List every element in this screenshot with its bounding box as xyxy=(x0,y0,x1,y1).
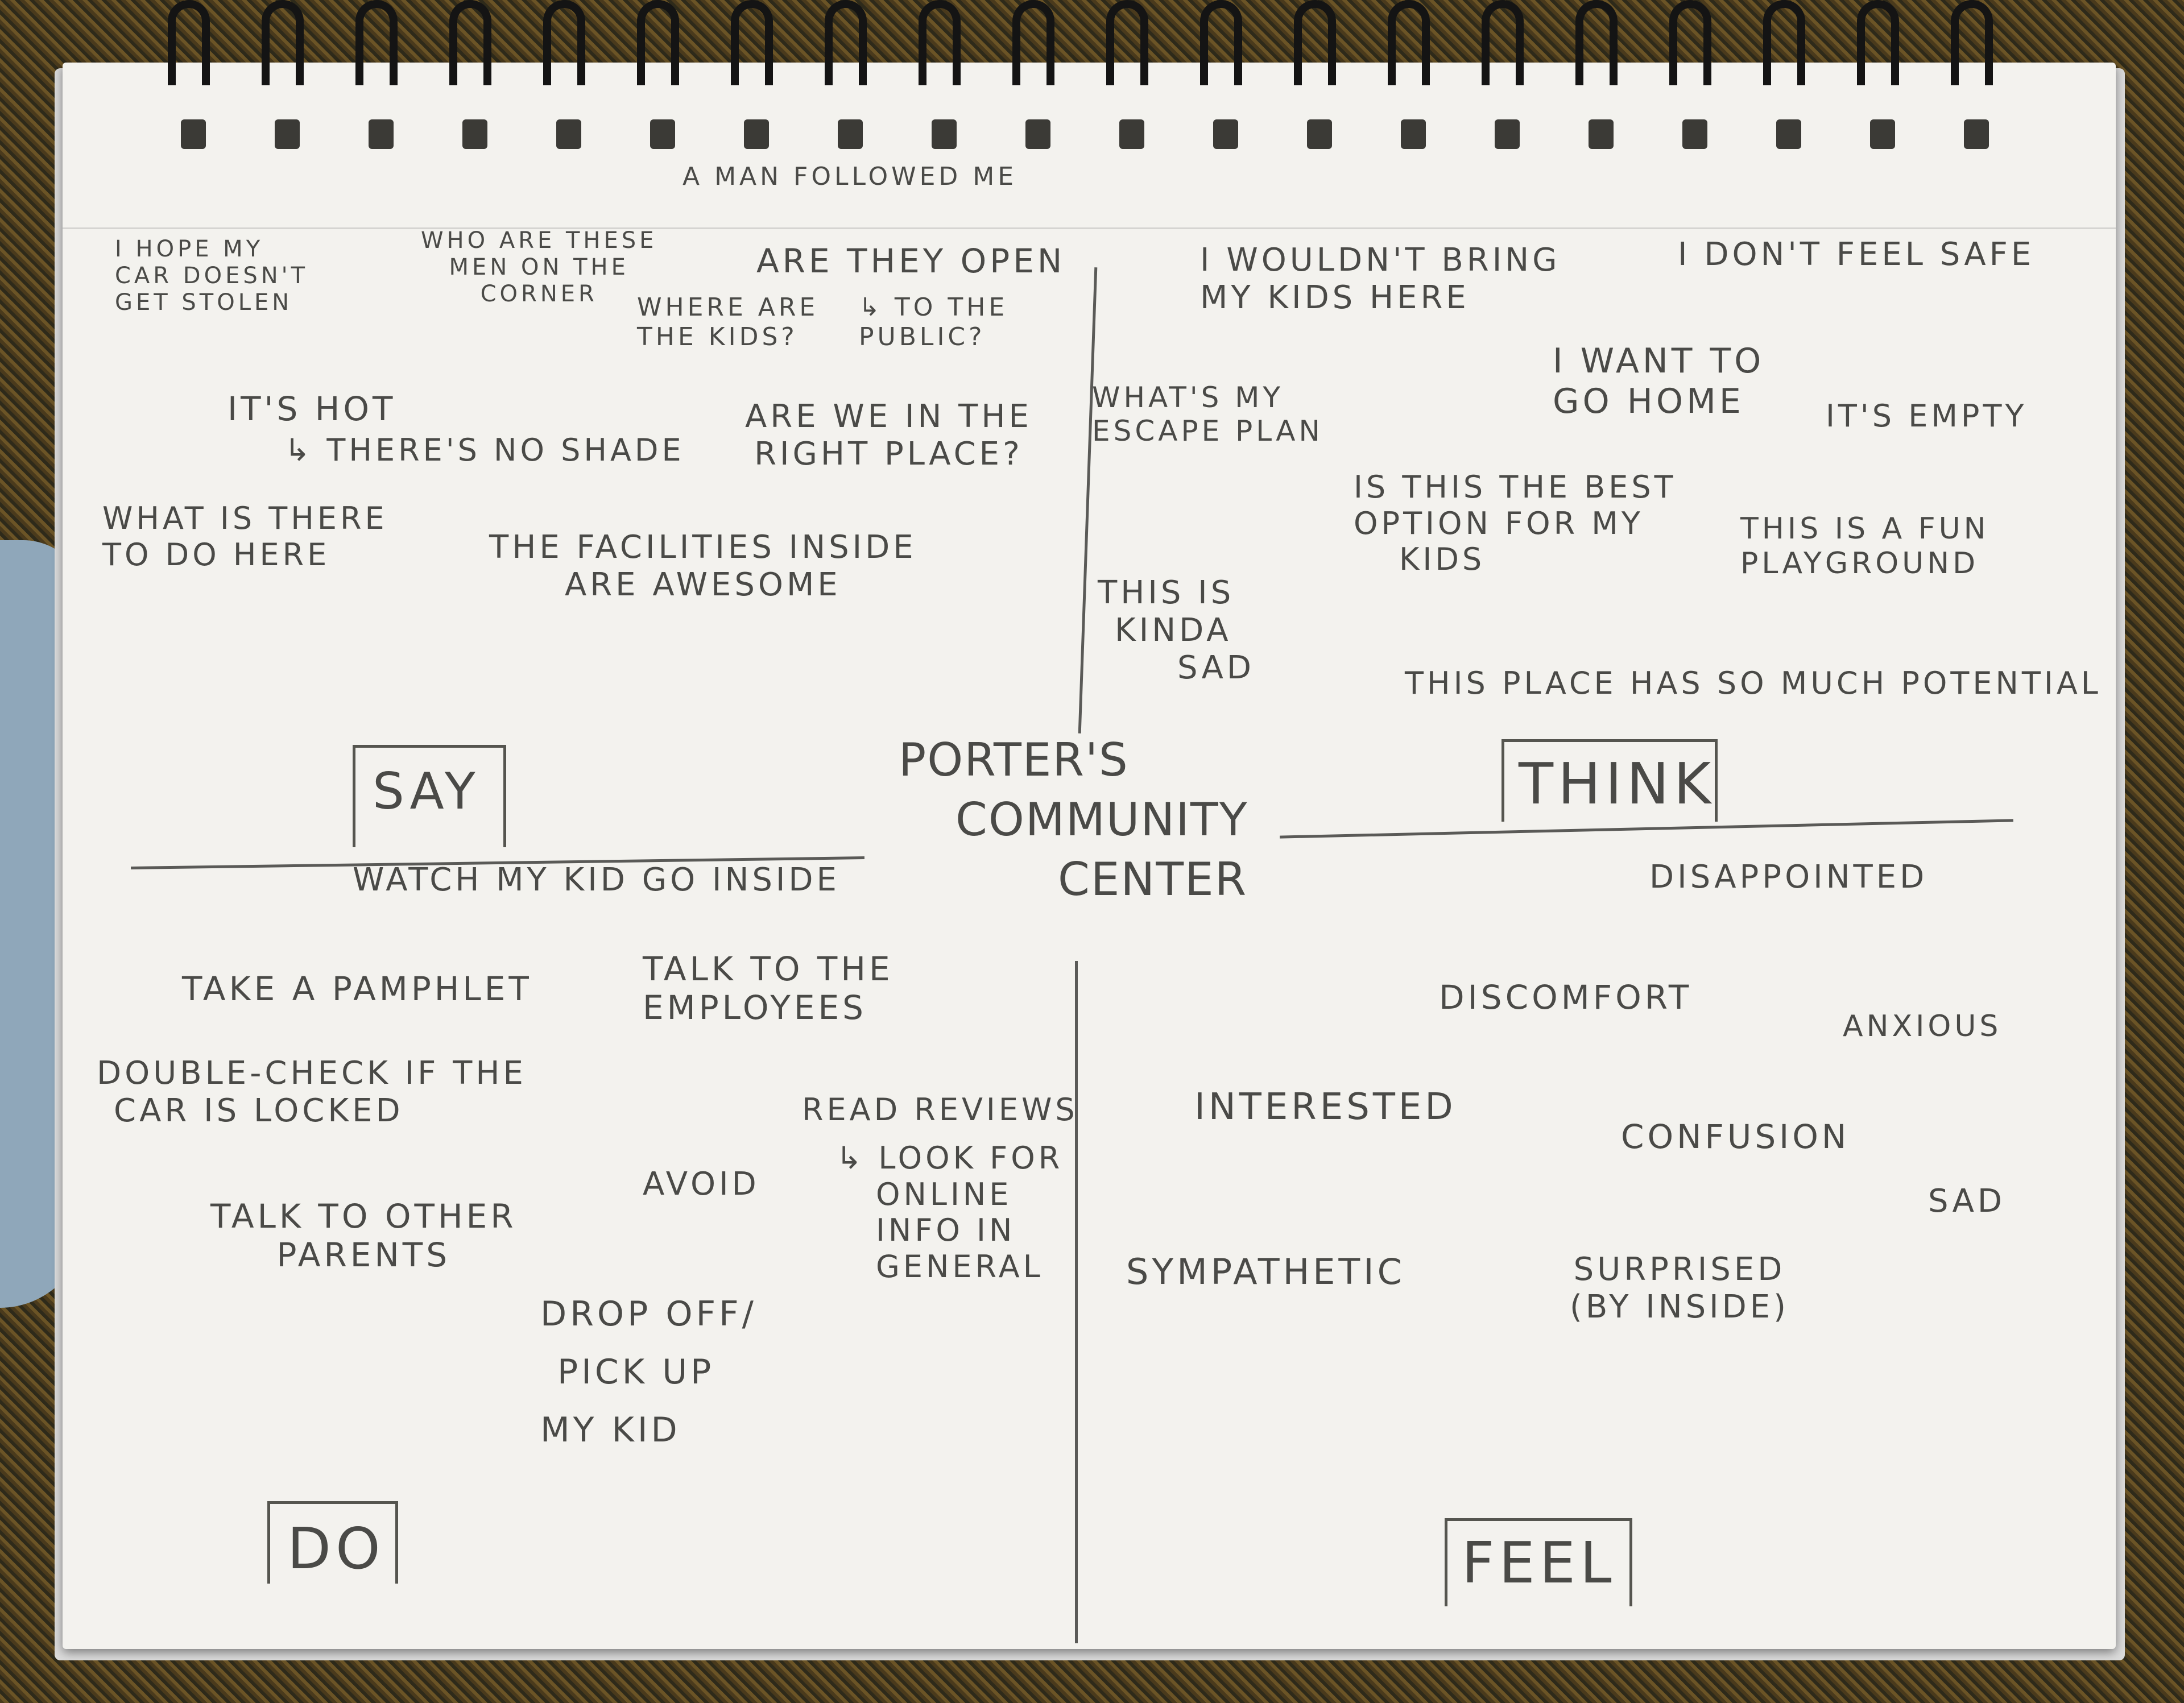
spiral-coil xyxy=(1200,0,1242,85)
think-label-box xyxy=(1502,739,1718,822)
think-note-empty: IT'S EMPTY xyxy=(1826,398,2028,434)
do-note-read-reviews: READ REVIEWS xyxy=(802,1092,1078,1128)
vertical-axis-bottom xyxy=(1075,961,1078,1643)
spiral-coil xyxy=(731,0,773,85)
binding-hole xyxy=(369,119,394,149)
binding-hole xyxy=(462,119,487,149)
think-note-dont-feel-safe: I DON'T FEEL SAFE xyxy=(1678,236,2035,273)
say-note-open: ARE THEY OPEN xyxy=(756,242,1066,280)
binding-hole xyxy=(556,119,581,149)
center-title-line-2: COMMUNITY xyxy=(956,793,1248,846)
feel-note-sad: SAD xyxy=(1928,1183,2006,1220)
binding-hole xyxy=(744,119,769,149)
spiral-coil xyxy=(1482,0,1524,85)
center-title-line-1: PORTER'S xyxy=(899,734,1129,786)
binding-hole xyxy=(1213,119,1238,149)
spiral-coil xyxy=(1857,0,1899,85)
spiral-coil xyxy=(637,0,679,85)
spiral-coil xyxy=(1294,0,1336,85)
do-label: DO xyxy=(287,1515,385,1582)
spiral-coil xyxy=(1575,0,1618,85)
binding-hole xyxy=(838,119,863,149)
feel-label: FEEL xyxy=(1462,1530,1616,1596)
spiral-coil xyxy=(543,0,585,85)
binding-hole xyxy=(1119,119,1144,149)
binding-hole xyxy=(1401,119,1426,149)
binding-hole xyxy=(932,119,957,149)
feel-note-sympathetic: SYMPATHETIC xyxy=(1126,1251,1405,1292)
binding-hole xyxy=(1307,119,1332,149)
binding-hole xyxy=(1025,119,1050,149)
spiral-coil xyxy=(1012,0,1054,85)
do-note-pamphlet: TAKE A PAMPHLET xyxy=(182,969,532,1008)
feel-note-interested: INTERESTED xyxy=(1194,1086,1457,1128)
binding-hole xyxy=(1964,119,1989,149)
binding-hole xyxy=(650,119,675,149)
think-note-potential: THIS PLACE HAS SO MUCH POTENTIAL xyxy=(1405,665,2102,701)
horizontal-axis-right xyxy=(1280,819,2013,839)
spiral-coil xyxy=(919,0,961,85)
spiral-coil xyxy=(1951,0,1993,85)
header-note: A MAN FOLLOWED ME xyxy=(682,162,1017,191)
binding-hole xyxy=(181,119,206,149)
binding-hole xyxy=(1682,119,1707,149)
say-note-hot: IT'S HOT xyxy=(228,390,396,428)
feel-note-surprised: SURPRISED(BY INSIDE) xyxy=(1570,1251,1790,1326)
spiral-coil xyxy=(355,0,398,85)
do-label-box xyxy=(267,1501,398,1584)
binding-hole xyxy=(1870,119,1895,149)
do-note-avoid: AVOID xyxy=(643,1166,760,1203)
binding-hole xyxy=(1776,119,1801,149)
spiral-coil xyxy=(1669,0,1711,85)
spiral-coil xyxy=(168,0,210,85)
spiral-coil xyxy=(449,0,491,85)
think-label: THINK xyxy=(1519,751,1716,817)
binding-hole xyxy=(1495,119,1520,149)
say-note-no-shade: ↳ THERE'S NO SHADE xyxy=(284,432,685,468)
binding-hole xyxy=(275,119,300,149)
center-title-line-3: CENTER xyxy=(1058,853,1248,906)
sketchbook-page: A MAN FOLLOWED ME SAY THINK DO FEEL PORT… xyxy=(63,63,2116,1649)
spiral-coil xyxy=(825,0,867,85)
feel-note-anxious: ANXIOUS xyxy=(1843,1009,2002,1043)
do-note-watch-kid: WATCH MY KID GO INSIDE xyxy=(353,861,840,898)
spiral-coil xyxy=(1388,0,1430,85)
say-label-box xyxy=(353,745,506,847)
perforation-line xyxy=(63,227,2116,229)
spiral-coil xyxy=(262,0,304,85)
vertical-axis-top xyxy=(1078,267,1098,734)
feel-label-box xyxy=(1445,1518,1632,1606)
spiral-coil xyxy=(1106,0,1148,85)
binding-hole xyxy=(1589,119,1614,149)
feel-note-discomfort: DISCOMFORT xyxy=(1439,978,1693,1017)
feel-note-confusion: CONFUSION xyxy=(1621,1117,1850,1156)
feel-note-disappointed: DISAPPOINTED xyxy=(1649,859,1928,896)
spiral-coil xyxy=(1763,0,1805,85)
say-label: SAY xyxy=(373,762,480,821)
